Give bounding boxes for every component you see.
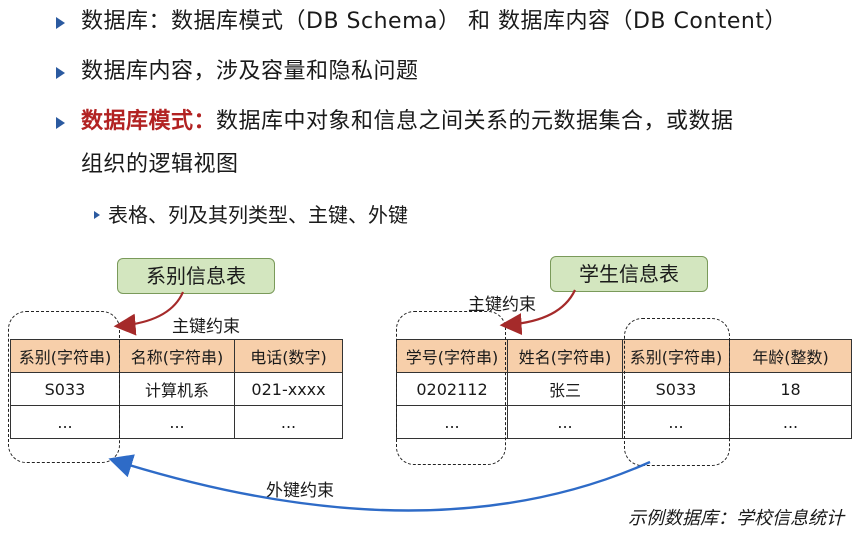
student-pk-arrow bbox=[499, 289, 576, 336]
fk-label: 外键约束 bbox=[266, 481, 334, 501]
table-cell: ... bbox=[119, 405, 235, 439]
table-row: ... ... ... bbox=[10, 405, 343, 439]
table-row: 0202112 张三 S033 18 bbox=[396, 372, 852, 406]
bullet-3-continuation: 组织的逻辑视图 bbox=[81, 152, 239, 177]
table-header-row: 系别(字符串) 名称(字符串) 电话(数字) bbox=[10, 339, 343, 373]
table-cell: ... bbox=[10, 405, 120, 439]
bullet-3-line: 数据库模式：数据库中对象和信息之间关系的元数据集合，或数据 bbox=[81, 107, 734, 137]
bullet-3-text: 数据库中对象和信息之间关系的元数据集合，或数据 bbox=[216, 109, 734, 134]
student-pk-label: 主键约束 bbox=[468, 295, 536, 315]
bullet-marker bbox=[56, 17, 65, 29]
table-cell: S033 bbox=[10, 372, 120, 406]
header-cell: 学号(字符串) bbox=[396, 339, 508, 373]
table-cell: ... bbox=[234, 405, 343, 439]
header-cell: 电话(数字) bbox=[234, 339, 343, 373]
student-table-title: 学生信息表 bbox=[550, 256, 708, 292]
header-cell: 系别(字符串) bbox=[10, 339, 120, 373]
table-cell: 18 bbox=[729, 372, 852, 406]
table-cell: 计算机系 bbox=[119, 372, 235, 406]
header-cell: 名称(字符串) bbox=[119, 339, 235, 373]
bullet-3-highlight: 数据库模式： bbox=[81, 109, 217, 134]
table-cell: ... bbox=[507, 405, 623, 439]
bullet-1-text: 数据库：数据库模式（DB Schema） 和 数据库内容（DB Content） bbox=[81, 9, 787, 34]
table-cell: 张三 bbox=[507, 372, 623, 406]
student-fk-outline bbox=[624, 318, 730, 466]
table-cell: ... bbox=[622, 405, 730, 439]
bullet-marker bbox=[56, 117, 65, 129]
bullet-2-text: 数据库内容，涉及容量和隐私问题 bbox=[81, 59, 419, 84]
table-cell: ... bbox=[729, 405, 852, 439]
table-cell: S033 bbox=[622, 372, 730, 406]
table-cell: 021-xxxx bbox=[234, 372, 343, 406]
student-table: 学号(字符串) 姓名(字符串) 系别(字符串) 年龄(整数) 0202112 张… bbox=[396, 339, 852, 439]
caption: 示例数据库：学校信息统计 bbox=[628, 508, 844, 529]
table-header-row: 学号(字符串) 姓名(字符串) 系别(字符串) 年龄(整数) bbox=[396, 339, 852, 373]
table-row: S033 计算机系 021-xxxx bbox=[10, 372, 343, 406]
header-cell: 姓名(字符串) bbox=[507, 339, 623, 373]
header-cell: 年龄(整数) bbox=[729, 339, 852, 373]
sub-bullet-text: 表格、列及其列类型、主键、外键 bbox=[108, 203, 408, 227]
dept-table: 系别(字符串) 名称(字符串) 电话(数字) S033 计算机系 021-xxx… bbox=[10, 339, 343, 439]
dept-pk-arrow bbox=[113, 291, 185, 336]
table-cell: ... bbox=[396, 405, 508, 439]
table-row: ... ... ... ... bbox=[396, 405, 852, 439]
dept-pk-outline bbox=[8, 311, 120, 463]
fk-arrow bbox=[108, 454, 651, 512]
student-pk-outline bbox=[396, 311, 506, 465]
bullet-marker bbox=[56, 67, 65, 79]
dept-table-title: 系别信息表 bbox=[117, 258, 275, 294]
dept-pk-label: 主键约束 bbox=[172, 317, 240, 337]
sub-bullet-marker bbox=[94, 211, 100, 219]
